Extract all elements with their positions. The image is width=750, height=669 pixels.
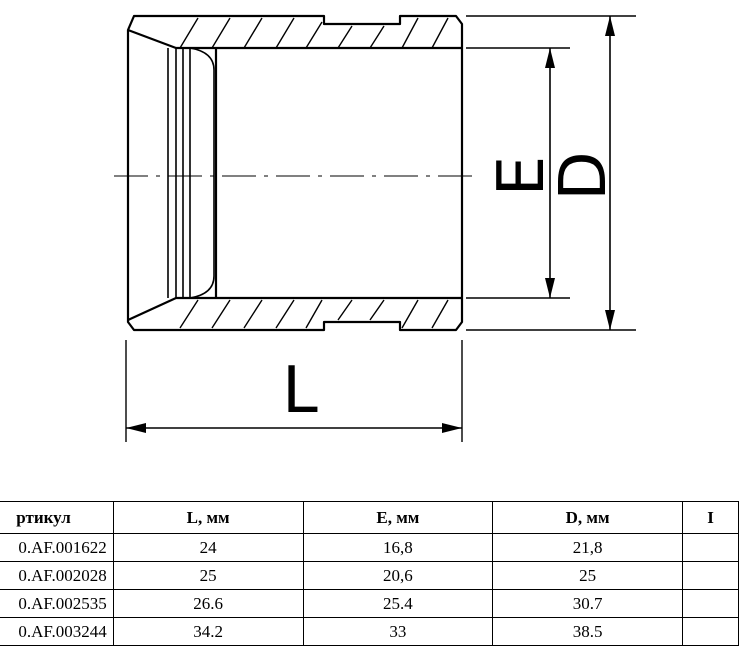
top-wall-inner [127,28,462,50]
sleeve-outline [126,14,464,332]
cell-length: 24 [112,533,304,562]
spec-table: ртикул L, мм E, мм D, мм I 0.AF.001622 2… [0,501,739,646]
cell-extra [682,561,739,590]
table-row: 0.AF.001622 24 16,8 21,8 [0,533,739,562]
label-E: E [485,156,559,196]
table-row: 0.AF.002028 25 20,6 25 [0,561,739,590]
cell-article: 0.AF.002028 [0,561,114,590]
cell-length: 25 [112,561,304,590]
sleeve-section [126,14,464,332]
dimension-lines [126,16,615,433]
cell-outer: 25 [492,561,684,590]
cell-outer: 30.7 [492,589,684,618]
cell-inner: 33 [302,617,494,646]
cell-inner: 25.4 [302,589,494,618]
cell-outer: 21,8 [492,533,684,562]
table-row: 0.AF.003244 34.2 33 38.5 [0,617,739,646]
extension-lines [125,15,636,442]
header-extra: I [682,501,739,534]
cell-extra [682,589,739,618]
cell-length: 34.2 [112,617,304,646]
header-article: ртикул [0,501,114,534]
fitting-drawing: L E D [114,14,636,442]
cell-outer: 38.5 [492,617,684,646]
header-inner: E, мм [302,501,494,534]
bottom-wall-inner [127,296,462,321]
cell-article: 0.AF.003244 [0,617,114,646]
cell-extra [682,617,739,646]
groove-lines [167,47,215,299]
label-D: D [547,151,621,200]
table-header-row: ртикул L, мм E, мм D, мм I [0,501,739,534]
cell-length: 26.6 [112,589,304,618]
cell-article: 0.AF.002535 [0,589,114,618]
cell-article: 0.AF.001622 [0,533,114,562]
header-length: L, мм [112,501,304,534]
table-row: 0.AF.002535 26.6 25.4 30.7 [0,589,739,618]
cell-extra [682,533,739,562]
label-L: L [282,354,318,428]
section-hatching [179,17,449,329]
cell-inner: 16,8 [302,533,494,562]
cell-inner: 20,6 [302,561,494,590]
header-outer: D, мм [492,501,684,534]
